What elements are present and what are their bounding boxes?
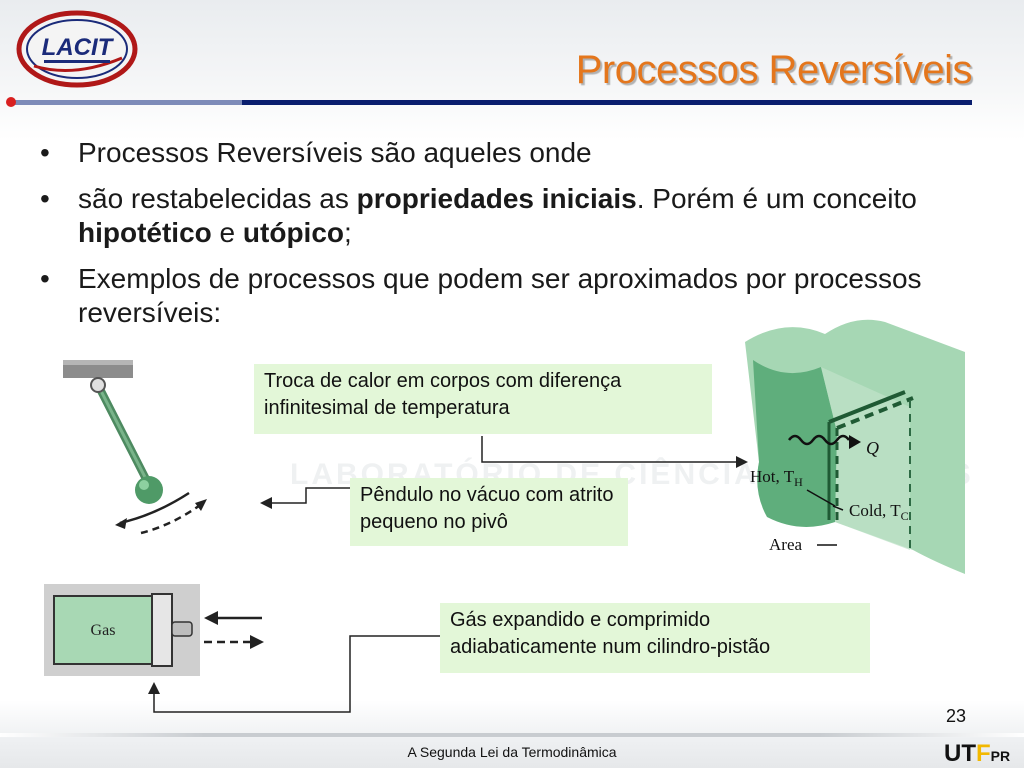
brand-ut: UT xyxy=(944,740,976,766)
callout-heat-transfer: Troca de calor em corpos com diferença i… xyxy=(254,364,712,434)
brand-pr: PR xyxy=(991,748,1010,764)
bullet-text: Exemplos de processos que podem ser apro… xyxy=(78,263,922,328)
bullet-text: e xyxy=(211,217,243,248)
bullet-text: . Porém é um conceito xyxy=(636,183,917,214)
bullet-text: são restabelecidas as xyxy=(78,183,357,214)
heat-label-area: Area xyxy=(769,535,802,554)
bullet-emphasis: propriedades iniciais xyxy=(356,183,637,214)
hot-text: Hot, T xyxy=(750,467,795,486)
heat-transfer-figure: Q Hot, TH Cold, TC Area xyxy=(745,319,965,574)
callout-gas: Gás expandido e comprimido adiabaticamen… xyxy=(440,603,870,673)
bullet-list: • Processos Reversíveis são aqueles onde… xyxy=(38,136,988,342)
heat-label-hot: Hot, TH xyxy=(750,467,803,489)
pendulum-figure xyxy=(63,360,207,535)
callout-pendulum: Pêndulo no vácuo com atrito pequeno no p… xyxy=(350,478,628,546)
heat-label-q: Q xyxy=(866,438,879,458)
gas-cylinder-figure: Gas xyxy=(44,584,264,676)
svg-text:UTFPR: UTFPR xyxy=(944,740,1010,766)
bullet-text: ; xyxy=(344,217,352,248)
lacit-logo: LACIT xyxy=(16,10,138,88)
bullet-symbol: • xyxy=(40,263,50,294)
logo-text: LACIT xyxy=(42,34,115,61)
page-title: Processos Reversíveis xyxy=(575,48,973,92)
heat-label-cold: Cold, TC xyxy=(849,501,909,523)
page-number: 23 xyxy=(945,706,966,726)
bullet-item: • Processos Reversíveis são aqueles onde xyxy=(38,136,988,170)
cold-text: Cold, T xyxy=(849,501,901,520)
bullet-item: • Exemplos de processos que podem ser ap… xyxy=(38,262,988,330)
utfpr-logo: UTFPR xyxy=(944,740,1010,766)
bullet-emphasis: utópico xyxy=(242,217,344,248)
gas-label: Gas xyxy=(91,622,116,639)
footer-rule xyxy=(0,733,1024,737)
footer-course-title: A Segunda Lei da Termodinâmica xyxy=(407,744,617,760)
hot-subscript: H xyxy=(794,475,803,489)
bullet-symbol: • xyxy=(40,183,50,214)
bullet-emphasis: hipotético xyxy=(78,217,212,248)
bullet-item: • são restabelecidas as propriedades ini… xyxy=(38,182,988,250)
bullet-symbol: • xyxy=(40,137,50,168)
brand-f: F xyxy=(976,740,991,766)
bullet-text: Processos Reversíveis são aqueles onde xyxy=(78,137,592,168)
title-rule xyxy=(6,97,972,107)
cold-subscript: C xyxy=(901,509,909,523)
